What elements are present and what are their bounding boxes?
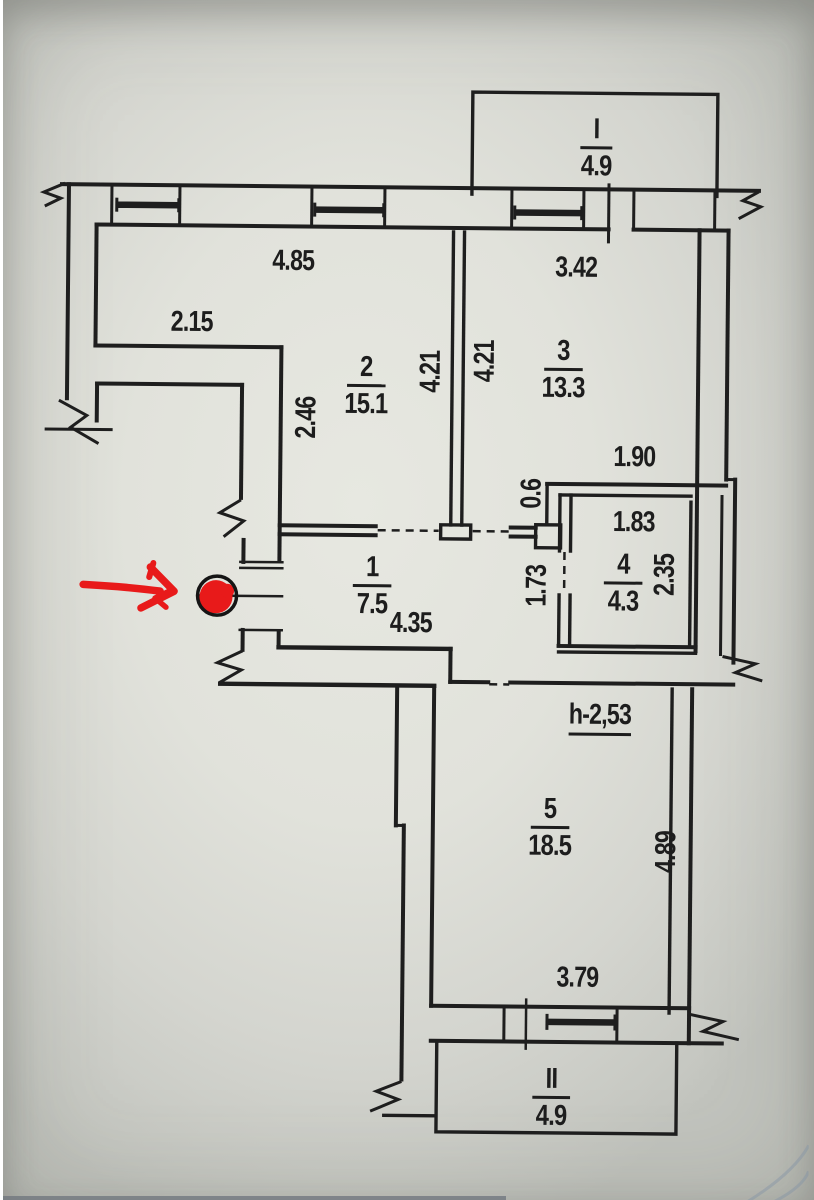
break-mark-icon (737, 190, 765, 220)
balcony-2-outline (434, 1039, 679, 1136)
break-mark-icon (58, 398, 100, 445)
break-mark-icon (216, 498, 247, 538)
window-icon (314, 206, 384, 214)
window-icon (116, 201, 179, 209)
windows (115, 197, 617, 1031)
north-wall (59, 182, 761, 193)
red-arrow-icon (79, 560, 178, 612)
balcony-1-outline (470, 90, 720, 199)
break-mark-icon (688, 1012, 740, 1042)
room5-west-wall (393, 684, 400, 828)
floor-plan-svg (39, 90, 811, 1200)
break-mark-icon (39, 181, 66, 208)
door-openings (377, 528, 566, 686)
break-mark-icon (213, 649, 246, 684)
room1-north-wall (277, 523, 378, 529)
break-mark-icon (722, 655, 763, 683)
red-circle-marker (195, 574, 239, 617)
break-marks (39, 181, 765, 1118)
break-mark-icon (369, 1080, 403, 1113)
photo-artifact-arcs (738, 1144, 811, 1200)
walls (59, 182, 761, 1082)
window-icon (546, 1018, 616, 1026)
balcony-door-tick (606, 183, 611, 244)
window-icon (514, 209, 582, 217)
west-wall (64, 182, 72, 401)
red-annotation (79, 560, 239, 617)
room2-room3-wall (449, 230, 456, 527)
balconies (434, 90, 720, 1136)
east-wall (693, 228, 702, 654)
